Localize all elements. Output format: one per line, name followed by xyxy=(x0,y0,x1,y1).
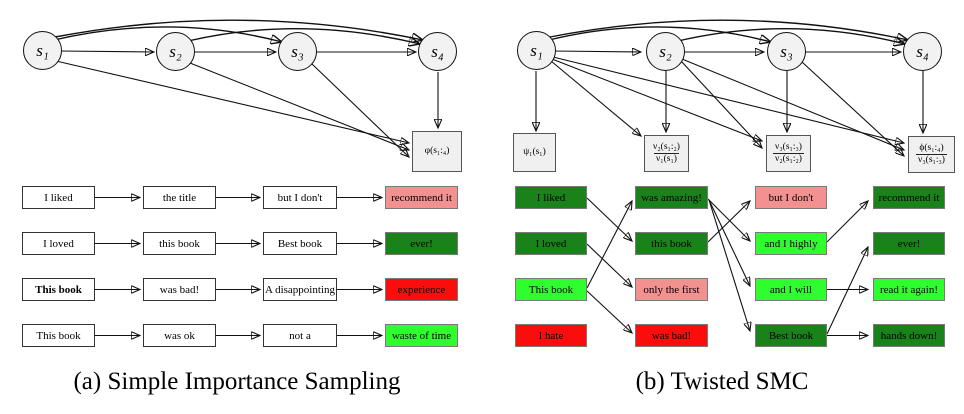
cell-b-r4c2: was bad! xyxy=(635,324,708,347)
cell-a-r1c4: recommend it xyxy=(385,186,458,209)
edge-a-s3-phi xyxy=(311,63,409,157)
edge-a-s2-s4-curve xyxy=(187,28,420,44)
cell-b-r3c3: and I will xyxy=(755,278,827,301)
cell-a-r4c4: waste of time xyxy=(385,324,458,347)
cell-b-r2c2: this book xyxy=(635,232,708,255)
node-label: s₃ xyxy=(291,41,304,61)
cell-a-r2c1: I loved xyxy=(22,232,95,255)
twist-box-1: ψ₁(s₁) xyxy=(513,133,556,172)
edge-b-s2-s4-curve xyxy=(677,28,905,44)
cell-b-r3c2: only the first xyxy=(635,278,708,301)
twist-box-4: ϕ(s₁:₄) ν₃(s₁:₃) xyxy=(908,136,955,173)
twist-denominator: ν₃(s₁:₃) xyxy=(916,154,947,165)
cell-a-r3c3: A disappointing xyxy=(263,278,337,301)
node-a-s1: s₁ xyxy=(23,31,62,70)
cell-a-r4c2: was ok xyxy=(143,324,216,347)
cell-a-r2c3: Best book xyxy=(263,232,337,255)
twist-numerator: ϕ(s₁:₄) xyxy=(919,142,944,153)
cell-b-r3c4: read it again! xyxy=(873,278,945,301)
cell-b-r4c1: I hate xyxy=(515,324,587,347)
edge-b-thisbook-wasbad xyxy=(586,290,632,333)
node-a-s4: s₄ xyxy=(418,32,457,71)
edge-b-liked-thisbook xyxy=(586,197,632,241)
cell-b-r1c4: recommend it xyxy=(873,186,945,209)
edge-b-s1-twist3 xyxy=(551,58,762,141)
cell-b-r2c4: ever! xyxy=(873,232,945,255)
edge-b-amazing-bestbook xyxy=(708,199,750,331)
cell-b-r4c3: Best book xyxy=(755,324,827,347)
twist-numerator: ν₃(s₁:₃) xyxy=(775,141,802,152)
edge-b-s1-twist4 xyxy=(552,56,904,143)
edge-b-thisbook2-dont xyxy=(707,201,750,243)
node-label: s₂ xyxy=(169,41,182,61)
twist-numerator: ν₂(s₁:₂) xyxy=(653,141,680,152)
edge-b-loved-onlyfirst xyxy=(586,243,632,287)
cell-b-r1c2: was amazing! xyxy=(635,186,708,209)
node-b-s2: s₂ xyxy=(646,32,685,71)
twist-label: ψ₁(s₁) xyxy=(523,146,546,157)
edge-b-s3-twist4 xyxy=(801,61,904,156)
cell-b-r1c3: but I don't xyxy=(755,186,827,209)
cell-a-r1c1: I liked xyxy=(22,186,95,209)
edge-b-bestbook-ever xyxy=(826,247,868,335)
node-label: s₁ xyxy=(530,40,543,60)
cell-b-r4c4: hands down! xyxy=(873,324,945,347)
cell-a-r3c4: experience xyxy=(385,278,458,301)
cell-b-r3c1: This book xyxy=(515,278,587,301)
potential-label: φ(s₁:₄) xyxy=(424,145,450,156)
edge-a-s2-phi xyxy=(189,62,409,150)
node-b-s3: s₃ xyxy=(767,32,806,71)
cell-a-r1c3: but I don't xyxy=(263,186,337,209)
cell-a-r2c2: this book xyxy=(143,232,216,255)
twist-denominator: ν₂(s₁:₂) xyxy=(773,153,804,164)
twist-box-3: ν₃(s₁:₃) ν₂(s₁:₂) xyxy=(766,135,811,172)
node-a-s3: s₃ xyxy=(278,32,317,71)
edge-a-s1-s3-curve xyxy=(53,26,282,42)
cell-a-r4c3: not a xyxy=(263,324,337,347)
node-label: s₁ xyxy=(36,40,49,60)
cell-a-r3c1: This book xyxy=(22,278,95,301)
cell-a-r4c1: This book xyxy=(22,324,95,347)
cell-a-r1c2: the title xyxy=(143,186,216,209)
node-b-s1: s₁ xyxy=(517,31,556,70)
cell-b-r1c1: I liked xyxy=(515,186,587,209)
edge-b-s2-twist3 xyxy=(680,60,762,148)
edge-b-s1-s2 xyxy=(552,51,641,52)
edge-b-s1-s3-curve xyxy=(548,26,771,42)
node-label: s₃ xyxy=(780,41,793,61)
caption-panel-b: (b) Twisted SMC xyxy=(635,368,809,395)
node-label: s₄ xyxy=(916,41,929,61)
cell-b-r2c1: I loved xyxy=(515,232,587,255)
potential-box-a: φ(s₁:₄) xyxy=(412,131,462,172)
node-label: s₄ xyxy=(431,41,444,61)
edge-b-s1-twist2 xyxy=(550,60,641,136)
edge-a-s1-phi xyxy=(55,60,409,143)
twist-box-2: ν₂(s₁:₂) ν₁(s₁) xyxy=(644,135,689,172)
cell-b-r2c3: and I highly xyxy=(755,232,827,255)
edge-b-amazing-highly xyxy=(707,198,750,241)
edge-a-s1-s4-curve xyxy=(54,19,423,40)
edge-b-highly-recommend xyxy=(826,201,868,243)
edge-b-s2-twist4 xyxy=(681,58,904,150)
cell-a-r2c4: ever! xyxy=(385,232,458,255)
cell-a-r3c2: was bad! xyxy=(143,278,216,301)
twist-denominator: ν₁(s₁) xyxy=(654,153,679,164)
edge-a-s1-s2 xyxy=(57,51,154,52)
node-b-s4: s₄ xyxy=(903,32,942,71)
node-label: s₂ xyxy=(659,41,672,61)
caption-panel-a: (a) Simple Importance Sampling xyxy=(73,368,401,395)
edge-b-thisbook-amazing xyxy=(586,201,632,289)
edge-b-amazing-will xyxy=(708,199,750,286)
node-a-s2: s₂ xyxy=(156,32,195,71)
edge-b-s1-s4-curve xyxy=(549,19,908,40)
